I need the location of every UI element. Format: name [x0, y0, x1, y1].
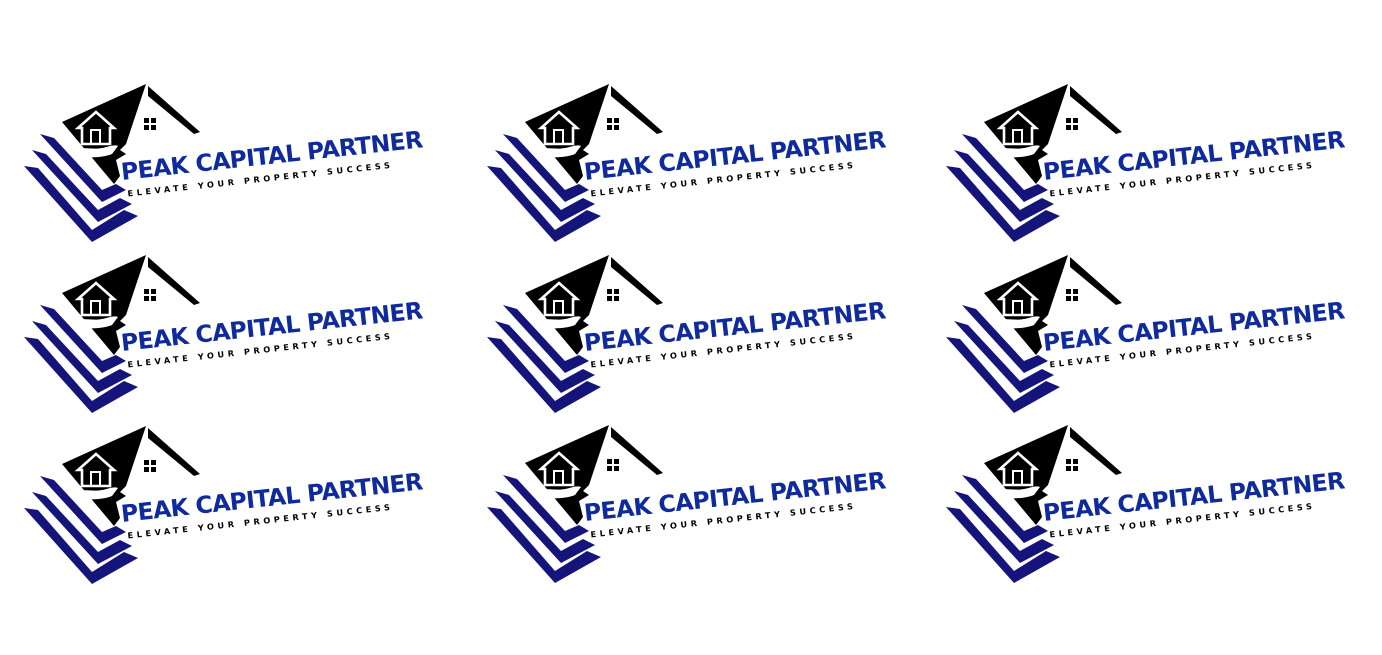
house-in-hand-icon — [535, 451, 581, 499]
house-in-hand-icon — [72, 452, 118, 500]
house-in-hand-icon — [994, 281, 1040, 329]
window-icon — [1066, 118, 1078, 130]
house-in-hand-icon — [535, 110, 581, 158]
roof-peak-icon — [984, 425, 1122, 525]
logo-tile-6: PEAK CAPITAL PARTNER ELEVATE YOUR PROPER… — [944, 255, 1382, 425]
stacked-sheets-icon — [24, 476, 138, 584]
logo-tile-5: PEAK CAPITAL PARTNER ELEVATE YOUR PROPER… — [485, 255, 925, 425]
stacked-sheets-icon — [946, 475, 1060, 583]
roof-peak-icon — [525, 255, 663, 355]
house-in-hand-icon — [994, 110, 1040, 158]
house-in-hand-icon — [535, 281, 581, 329]
window-icon — [607, 289, 619, 301]
logo-mark: PEAK CAPITAL PARTNER ELEVATE YOUR PROPER… — [487, 255, 887, 413]
stacked-sheets-icon — [487, 305, 601, 413]
logo-tile-7: PEAK CAPITAL PARTNER ELEVATE YOUR PROPER… — [22, 426, 462, 596]
stacked-sheets-icon — [946, 134, 1060, 242]
roof-peak-icon — [62, 255, 200, 355]
logo-tile-1: PEAK CAPITAL PARTNER ELEVATE YOUR PROPER… — [22, 84, 462, 254]
window-icon — [607, 118, 619, 130]
roof-peak-icon — [984, 84, 1122, 184]
logo-tile-4: PEAK CAPITAL PARTNER ELEVATE YOUR PROPER… — [22, 255, 462, 425]
stacked-sheets-icon — [487, 134, 601, 242]
house-in-hand-icon — [994, 451, 1040, 499]
stacked-sheets-icon — [24, 134, 138, 242]
stacked-sheets-icon — [24, 305, 138, 413]
window-icon — [144, 289, 156, 301]
stacked-sheets-icon — [487, 475, 601, 583]
logo-mark: PEAK CAPITAL PARTNER ELEVATE YOUR PROPER… — [487, 84, 887, 242]
roof-peak-icon — [525, 84, 663, 184]
window-icon — [1066, 289, 1078, 301]
logo-tile-8: PEAK CAPITAL PARTNER ELEVATE YOUR PROPER… — [485, 425, 925, 595]
window-icon — [144, 460, 156, 472]
roof-peak-icon — [62, 84, 200, 184]
roof-peak-icon — [62, 426, 200, 526]
window-icon — [144, 118, 156, 130]
logo-tile-3: PEAK CAPITAL PARTNER ELEVATE YOUR PROPER… — [944, 84, 1382, 254]
logo-tile-9: PEAK CAPITAL PARTNER ELEVATE YOUR PROPER… — [944, 425, 1382, 595]
window-icon — [1066, 459, 1078, 471]
logo-mark: PEAK CAPITAL PARTNER ELEVATE YOUR PROPER… — [946, 255, 1346, 413]
roof-peak-icon — [525, 425, 663, 525]
roof-peak-icon — [984, 255, 1122, 355]
stacked-sheets-icon — [946, 305, 1060, 413]
logo-mark: PEAK CAPITAL PARTNER ELEVATE YOUR PROPER… — [24, 426, 424, 584]
logo-mark: PEAK CAPITAL PARTNER ELEVATE YOUR PROPER… — [487, 425, 887, 583]
house-in-hand-icon — [72, 281, 118, 329]
logo-mark: PEAK CAPITAL PARTNER ELEVATE YOUR PROPER… — [24, 84, 424, 242]
window-icon — [607, 459, 619, 471]
logo-tile-2: PEAK CAPITAL PARTNER ELEVATE YOUR PROPER… — [485, 84, 925, 254]
house-in-hand-icon — [72, 110, 118, 158]
logo-mark: PEAK CAPITAL PARTNER ELEVATE YOUR PROPER… — [946, 84, 1346, 242]
logo-mark: PEAK CAPITAL PARTNER ELEVATE YOUR PROPER… — [946, 425, 1346, 583]
logo-mark: PEAK CAPITAL PARTNER ELEVATE YOUR PROPER… — [24, 255, 424, 413]
